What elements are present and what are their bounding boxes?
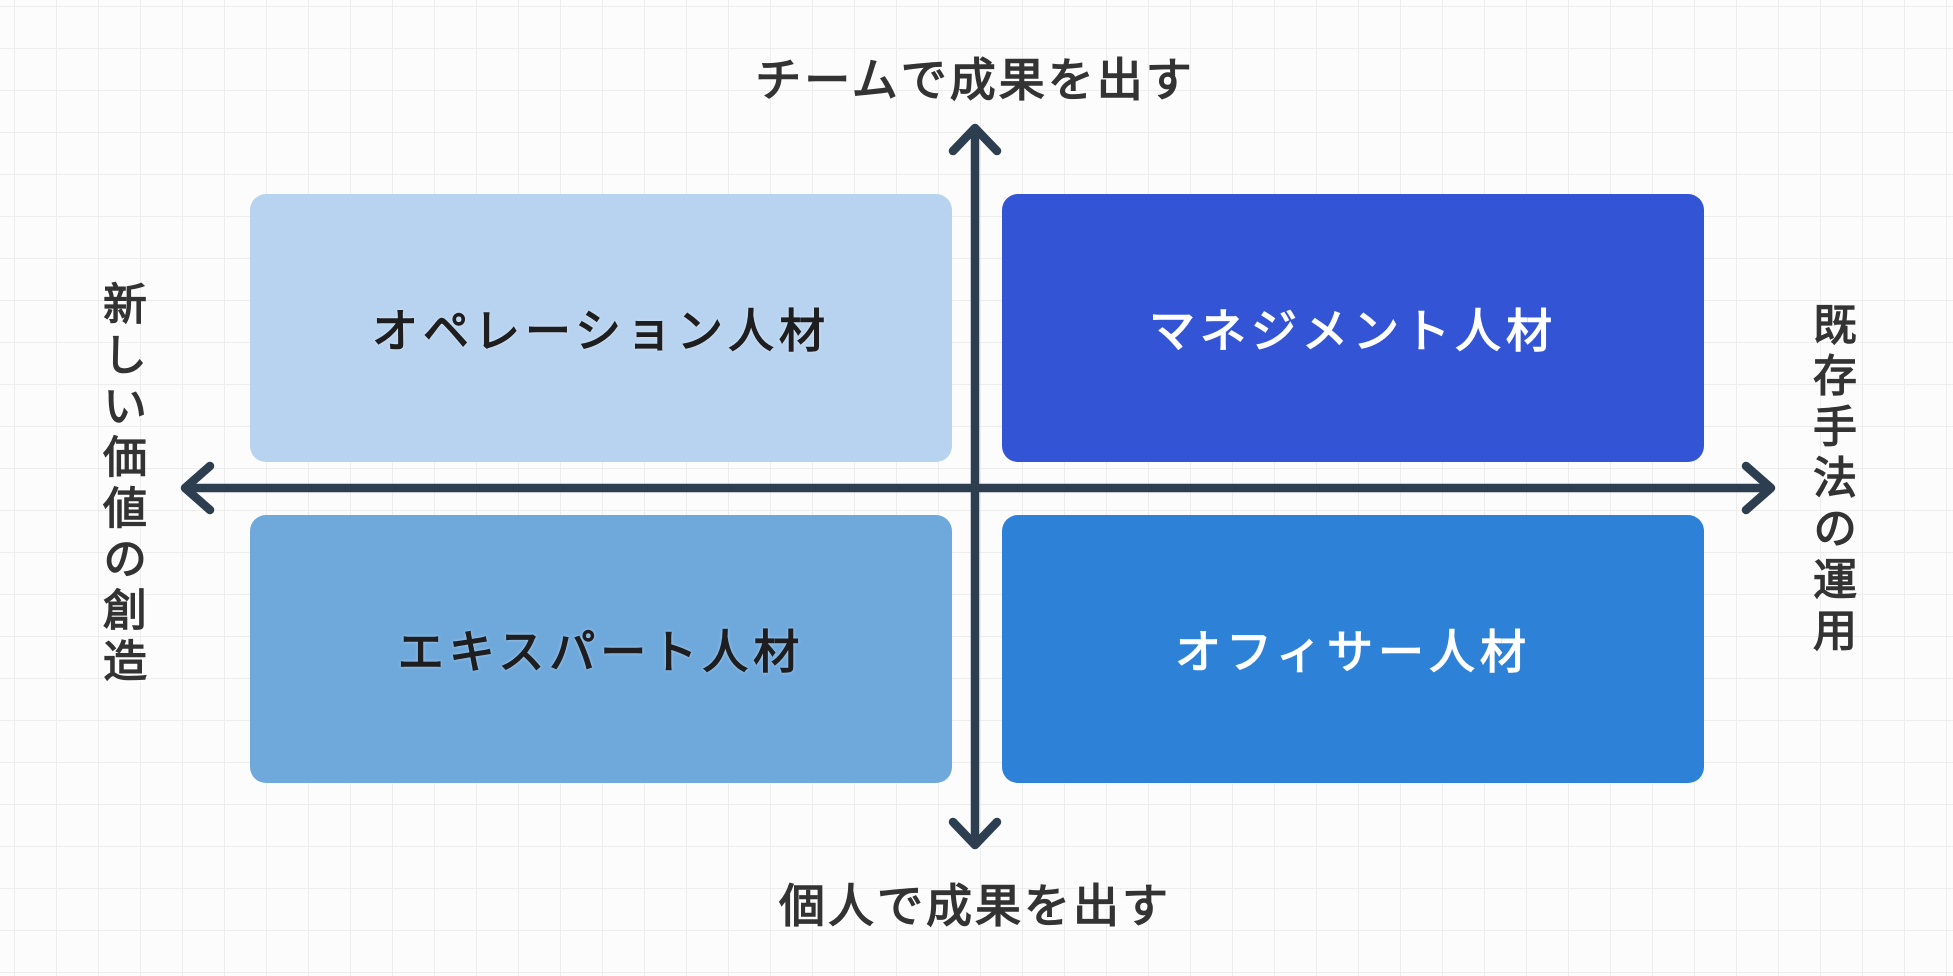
arrowhead-up-icon: [948, 123, 1002, 156]
arrowhead-down-icon: [948, 817, 1002, 850]
quadrant-management-label: マネジメント人材: [1149, 305, 1557, 357]
axis-label-top: チームで成果を出す: [755, 54, 1195, 106]
quadrant-operation-label: オペレーション人材: [371, 305, 831, 357]
quadrant-management: マネジメント人材: [1002, 194, 1704, 462]
axis-label-left: 新しい価値の創造: [96, 281, 145, 689]
quadrant-officer-label: オフィサー人材: [1174, 626, 1532, 678]
quadrant-expert: エキスパート人材: [250, 515, 952, 783]
quadrant-expert-label: エキスパート人材: [397, 626, 805, 678]
axis-label-right: 既存手法の運用: [1806, 301, 1855, 659]
arrowhead-left-icon: [180, 461, 215, 515]
quadrant-officer: オフィサー人材: [1002, 515, 1704, 783]
arrowhead-right-icon: [1741, 461, 1776, 515]
quadrant-operation: オペレーション人材: [250, 194, 952, 462]
axis-label-bottom: 個人で成果を出す: [779, 880, 1171, 932]
